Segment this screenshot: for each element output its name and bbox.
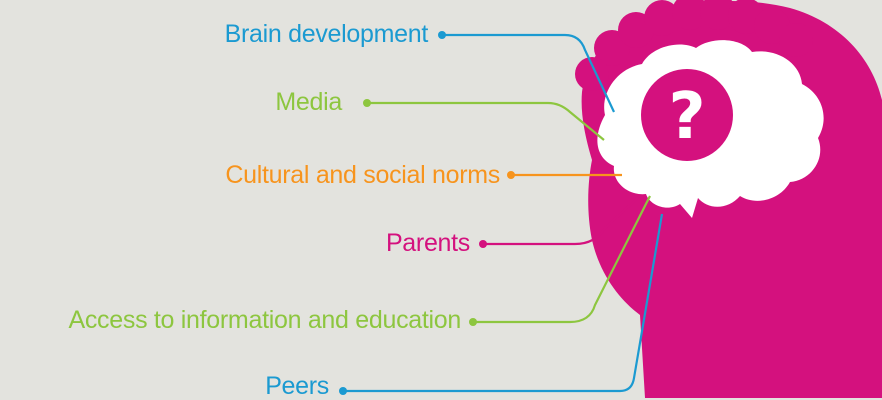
question-mark-icon: ? bbox=[668, 80, 705, 154]
dot-media bbox=[363, 99, 371, 107]
label-peers: Peers bbox=[265, 372, 329, 400]
label-brain-development: Brain development bbox=[224, 20, 429, 48]
label-media: Media bbox=[275, 88, 342, 116]
dot-parents bbox=[479, 240, 487, 248]
connector-parents bbox=[483, 195, 641, 246]
dot-brain bbox=[438, 31, 446, 39]
connector-media bbox=[367, 101, 605, 141]
label-parents: Parents bbox=[385, 229, 470, 257]
label-access-information-education: Access to information and education bbox=[68, 306, 461, 334]
dot-peers bbox=[339, 387, 347, 395]
question-circle bbox=[641, 69, 733, 161]
label-cultural-social-norms: Cultural and social norms bbox=[225, 161, 500, 189]
connector-access bbox=[473, 195, 651, 324]
connector-peers bbox=[343, 213, 664, 393]
connector-brain bbox=[442, 33, 615, 113]
dot-access bbox=[469, 318, 477, 326]
dot-norms bbox=[507, 171, 515, 179]
